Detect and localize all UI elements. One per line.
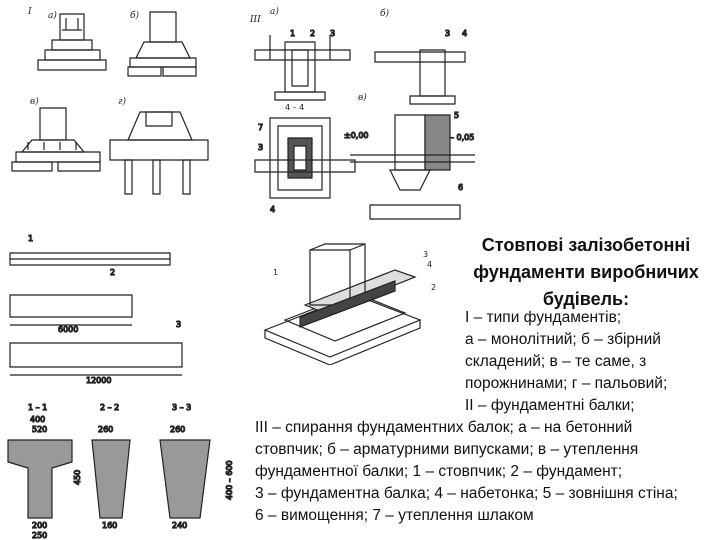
figure-beam-supports: III а) б) 1 2 3 3 4 4 – 4 7 3 4 в) bbox=[249, 6, 480, 230]
foundation-with-cavities bbox=[12, 108, 100, 171]
figure-foundation-beams: 1 2 6000 12000 3 bbox=[0, 233, 200, 386]
section-1-1: 1 – 1 400 520 200 250 bbox=[8, 402, 72, 540]
foundation-pile bbox=[110, 112, 208, 194]
svg-text:6: 6 bbox=[458, 183, 463, 192]
svg-text:3 – 3: 3 – 3 bbox=[172, 403, 191, 412]
label-a: а) bbox=[48, 10, 57, 21]
svg-text:450: 450 bbox=[73, 470, 82, 485]
svg-text:520: 520 bbox=[32, 425, 47, 434]
svg-text:3: 3 bbox=[423, 250, 428, 259]
section-2-2: 2 – 2 260 160 450 bbox=[72, 402, 130, 531]
svg-text:1: 1 bbox=[290, 29, 295, 38]
length-12000: 12000 bbox=[86, 376, 111, 385]
svg-text:3: 3 bbox=[176, 320, 181, 329]
figure-isometric-foundation: 3 4 2 1 bbox=[245, 235, 436, 365]
figure-beam-sections: 1 – 1 400 520 200 250 2 – 2 260 160 450 … bbox=[0, 402, 235, 540]
svg-text:4: 4 bbox=[462, 29, 467, 38]
svg-text:б): б) bbox=[380, 8, 389, 19]
svg-text:1: 1 bbox=[273, 268, 278, 277]
label-roman-1: I bbox=[27, 7, 32, 17]
beam-insulation-detail: ±0,00 – 0,05 5 6 bbox=[343, 110, 475, 219]
section-4-4: 7 3 4 bbox=[255, 118, 355, 215]
svg-text:400: 400 bbox=[30, 415, 45, 424]
svg-text:260: 260 bbox=[170, 425, 185, 434]
svg-text:4: 4 bbox=[270, 205, 275, 214]
svg-text:250: 250 bbox=[32, 531, 47, 540]
svg-text:1 – 1: 1 – 1 bbox=[28, 403, 47, 412]
svg-text:в): в) bbox=[358, 92, 367, 103]
svg-text:1: 1 bbox=[28, 234, 33, 243]
length-6000: 6000 bbox=[58, 325, 78, 334]
support-on-concrete-post: 1 2 3 bbox=[255, 28, 350, 100]
svg-text:7: 7 bbox=[258, 123, 263, 132]
svg-text:– 0,05: – 0,05 bbox=[450, 133, 474, 142]
svg-text:±0,00: ±0,00 bbox=[344, 131, 369, 140]
svg-text:5: 5 bbox=[454, 111, 459, 120]
svg-text:3: 3 bbox=[330, 29, 335, 38]
svg-text:240: 240 bbox=[172, 521, 187, 530]
svg-text:2: 2 bbox=[110, 268, 115, 277]
svg-text:2: 2 bbox=[310, 29, 315, 38]
label-section-4-4: 4 – 4 bbox=[285, 103, 304, 112]
foundation-precast bbox=[128, 12, 196, 76]
svg-text:4: 4 bbox=[427, 260, 432, 269]
label-roman-3: III bbox=[249, 15, 261, 25]
svg-text:200: 200 bbox=[32, 521, 47, 530]
figure-foundation-types: I а) б) в) г) bbox=[0, 7, 220, 200]
label-b: б) bbox=[130, 10, 139, 21]
svg-text:3: 3 bbox=[258, 143, 263, 152]
svg-text:400 – 600: 400 – 600 bbox=[225, 460, 234, 500]
support-on-rebar-outlets: 3 4 bbox=[375, 28, 468, 104]
section-3-3: 3 – 3 260 240 400 – 600 bbox=[160, 402, 235, 531]
beam-12000: 12000 3 bbox=[10, 319, 182, 386]
svg-text:2 – 2: 2 – 2 bbox=[100, 403, 119, 412]
beam-6000: 6000 bbox=[10, 295, 132, 335]
svg-text:2: 2 bbox=[431, 283, 436, 292]
svg-text:а): а) bbox=[270, 6, 279, 17]
svg-text:160: 160 bbox=[102, 521, 117, 530]
foundation-monolithic bbox=[38, 14, 106, 70]
svg-text:3: 3 bbox=[445, 29, 450, 38]
beam-plan-view: 1 2 bbox=[10, 233, 170, 278]
caption-bottom: III – спирання фундаментних балок; а – н… bbox=[255, 419, 678, 524]
slide-title: Стовпові залізобетонні фундаменти виробн… bbox=[473, 235, 699, 309]
label-g: г) bbox=[118, 96, 127, 107]
svg-text:260: 260 bbox=[98, 425, 113, 434]
caption-right: I – типи фундаментів; а – монолітний; б … bbox=[465, 309, 668, 414]
label-v: в) bbox=[30, 96, 39, 107]
